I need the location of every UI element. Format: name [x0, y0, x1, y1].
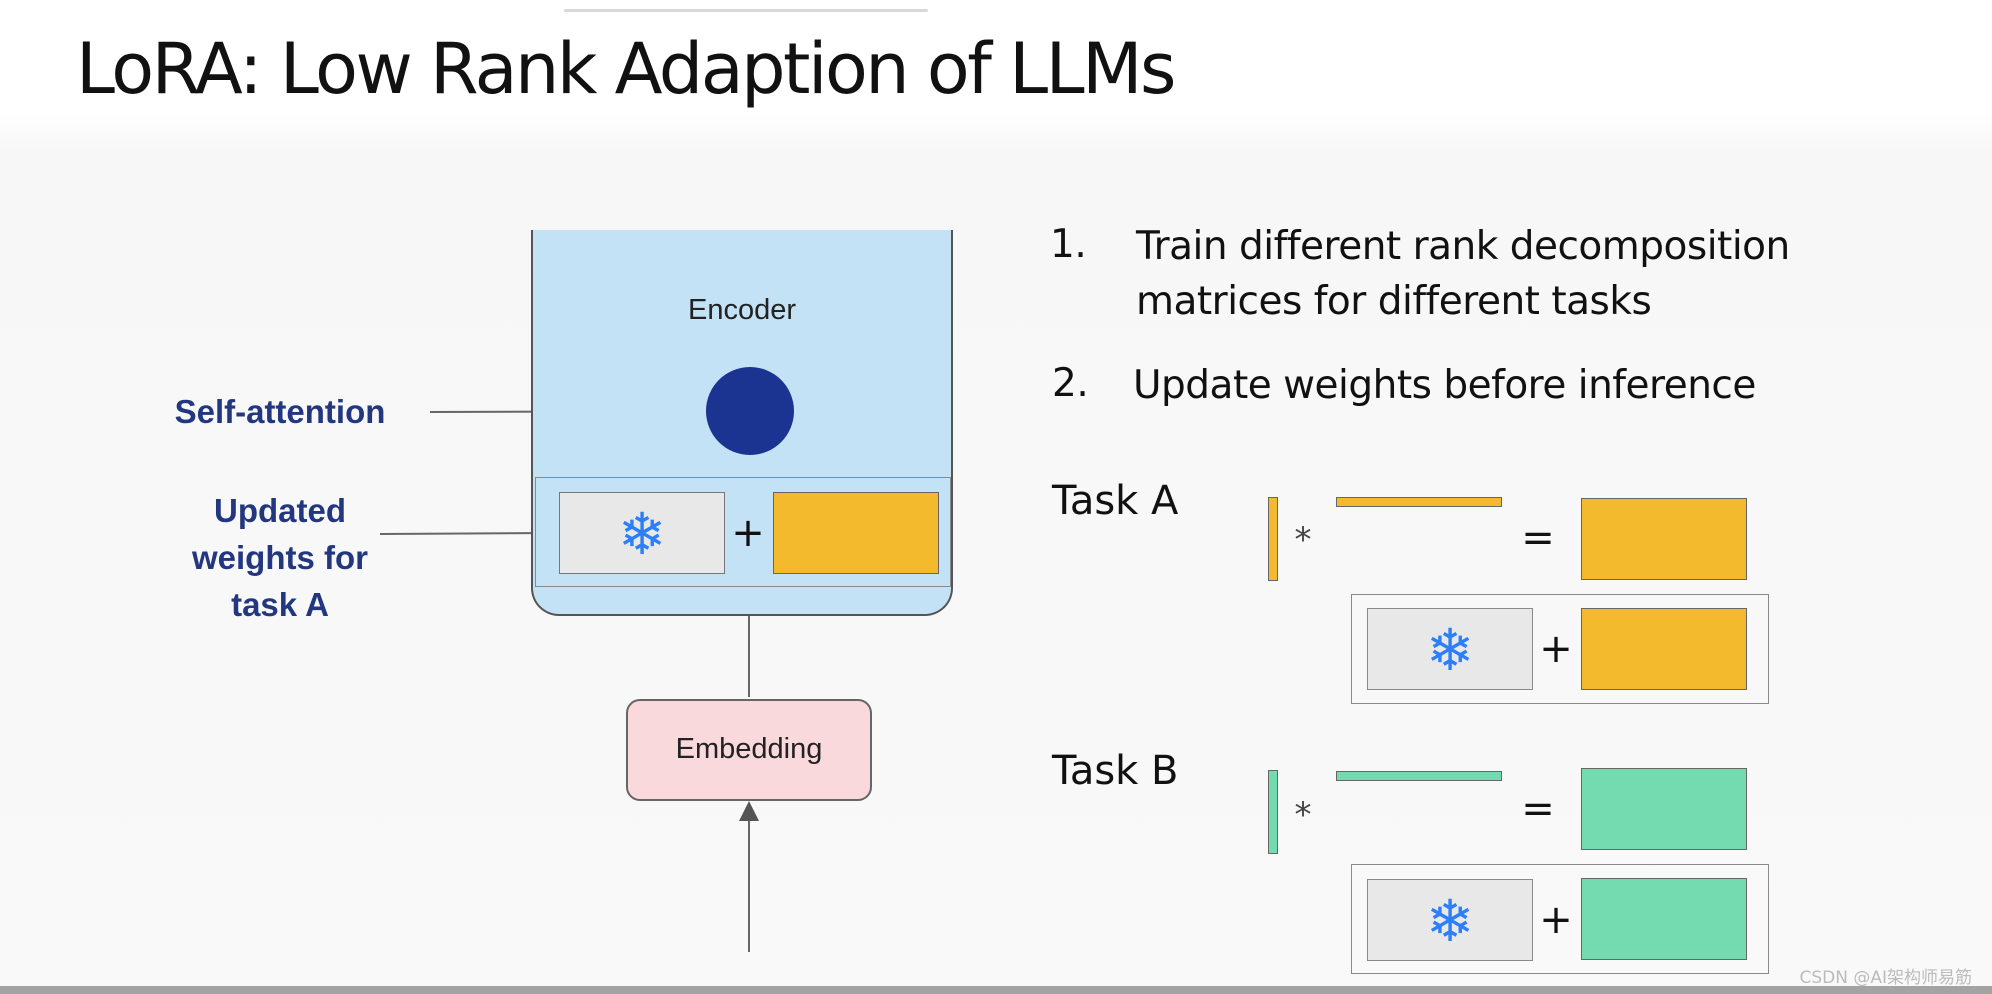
- step-text: Train different rank decomposition matri…: [1136, 219, 1790, 329]
- step-line: Train different rank decomposition: [1136, 224, 1790, 269]
- task-a-lora-matrix: [773, 492, 939, 574]
- updated-weights-line: Updated: [214, 492, 346, 529]
- equals-sign: =: [1521, 515, 1555, 561]
- updated-weights-line: task A: [231, 586, 329, 623]
- task-a-update-box: [1351, 594, 1769, 704]
- task-a-lora-vector-b: [1268, 497, 1278, 581]
- task-b-label: Task B: [1052, 748, 1179, 794]
- task-a-label: Task A: [1052, 478, 1179, 524]
- task-b-updated-matrix: [1581, 878, 1747, 960]
- embedding-block: [626, 699, 872, 801]
- updated-weights-line: weights for: [191, 539, 368, 576]
- times-sign: *: [1294, 520, 1312, 560]
- updated-weights-arrow: [379, 523, 558, 544]
- step-number: 1.: [1050, 222, 1087, 267]
- task-b-frozen-matrix: ❄: [1367, 879, 1533, 961]
- task-a-delta-matrix: [1581, 498, 1747, 580]
- task-a-frozen-matrix: ❄: [1367, 608, 1533, 690]
- bottom-progress-bar[interactable]: [0, 986, 1992, 994]
- equals-sign: =: [1521, 786, 1555, 832]
- task-b-lora-vector-a: [1336, 771, 1502, 781]
- plus-sign: +: [1539, 626, 1573, 672]
- frozen-weights-matrix: ❄: [559, 492, 725, 574]
- snowflake-icon: ❄: [617, 500, 667, 568]
- slide-title: LoRA: Low Rank Adaption of LLMs: [76, 28, 1176, 110]
- embedding-label: Embedding: [675, 733, 823, 765]
- task-a-lora-vector-a: [1336, 497, 1502, 507]
- top-scroll-indicator[interactable]: [564, 9, 928, 12]
- snowflake-icon: ❄: [1425, 887, 1475, 955]
- self-attention-label: Self-attention: [174, 393, 386, 430]
- step-text: Update weights before inference: [1133, 358, 1756, 413]
- plus-sign: +: [1539, 897, 1573, 943]
- watermark: CSDN @AI架构师易筋: [1799, 968, 1972, 988]
- self-attention-node: [706, 367, 794, 455]
- updated-weights-label: Updated weights for task A: [150, 487, 410, 628]
- task-b-update-box: [1351, 864, 1769, 974]
- times-sign: *: [1294, 795, 1312, 835]
- plus-sign: +: [731, 510, 765, 556]
- task-b-lora-vector-b: [1268, 770, 1278, 854]
- step-line: Update weights before inference: [1133, 363, 1756, 408]
- snowflake-icon: ❄: [1425, 616, 1475, 684]
- updated-weights-box: [535, 477, 951, 587]
- step-line: matrices for different tasks: [1136, 279, 1652, 324]
- task-a-updated-matrix: [1581, 608, 1747, 690]
- step-number: 2.: [1052, 361, 1089, 406]
- encoder-label: Encoder: [687, 294, 796, 326]
- task-b-delta-matrix: [1581, 768, 1747, 850]
